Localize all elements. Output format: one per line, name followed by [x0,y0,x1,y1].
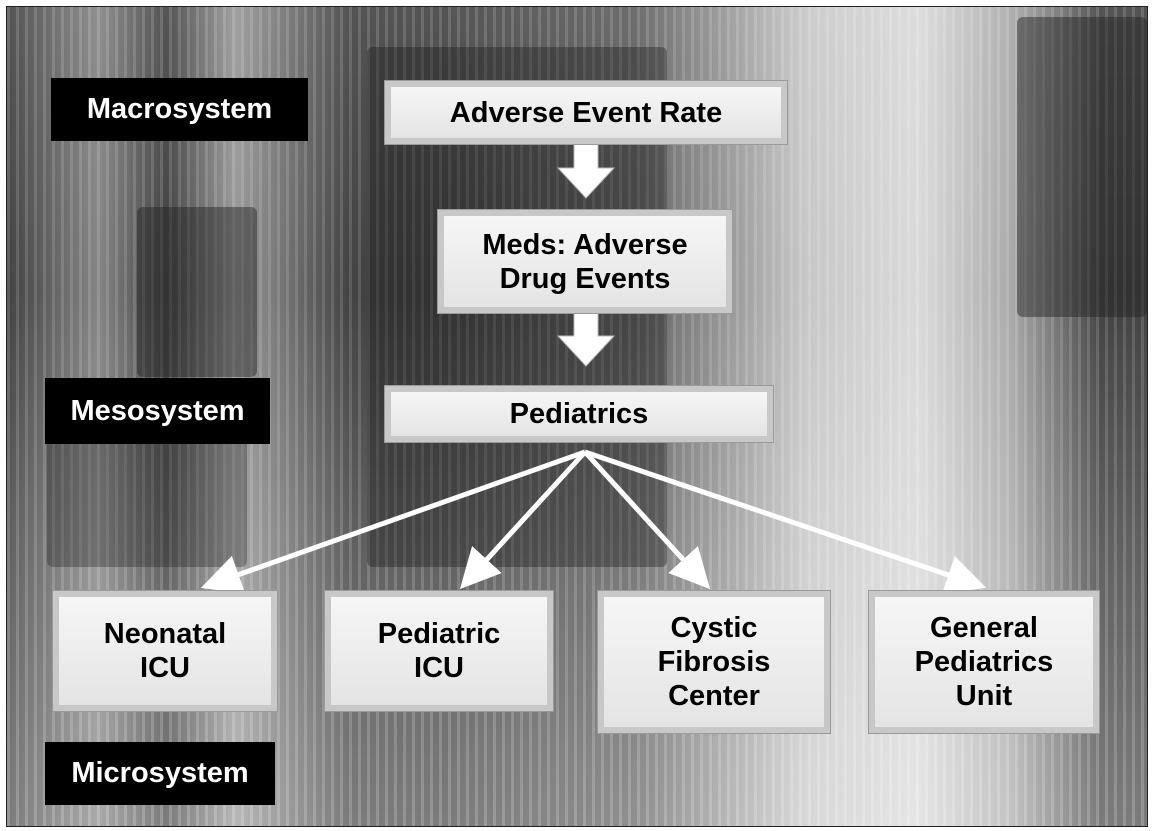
rock-shape [47,427,247,567]
node-adverse-event-rate: Adverse Event Rate [384,80,788,145]
node-pediatrics: Pediatrics [384,385,774,443]
arrow-meds-to-pediatrics [556,312,616,367]
rock-shape [137,207,257,377]
node-meds-adverse-drug-events: Meds: Adverse Drug Events [437,209,733,314]
arrow-to-neonatal-icu [200,449,586,594]
rock-shape [1017,17,1147,317]
arrow-to-general-pediatrics-unit [584,449,987,594]
node-general-pediatrics-unit: General Pediatrics Unit [868,590,1100,734]
arrow-to-pediatric-icu [459,450,587,590]
level-label-mesosystem: Mesosystem [45,378,270,444]
arrow-macro-to-meds [556,143,616,199]
arrow-to-cystic-fibrosis-center [583,450,711,590]
node-pediatric-icu: Pediatric ICU [324,590,554,712]
level-label-microsystem: Microsystem [45,742,275,805]
level-label-macrosystem: Macrosystem [51,78,308,141]
node-neonatal-icu: Neonatal ICU [52,590,278,712]
node-cystic-fibrosis-center: Cystic Fibrosis Center [597,590,831,734]
